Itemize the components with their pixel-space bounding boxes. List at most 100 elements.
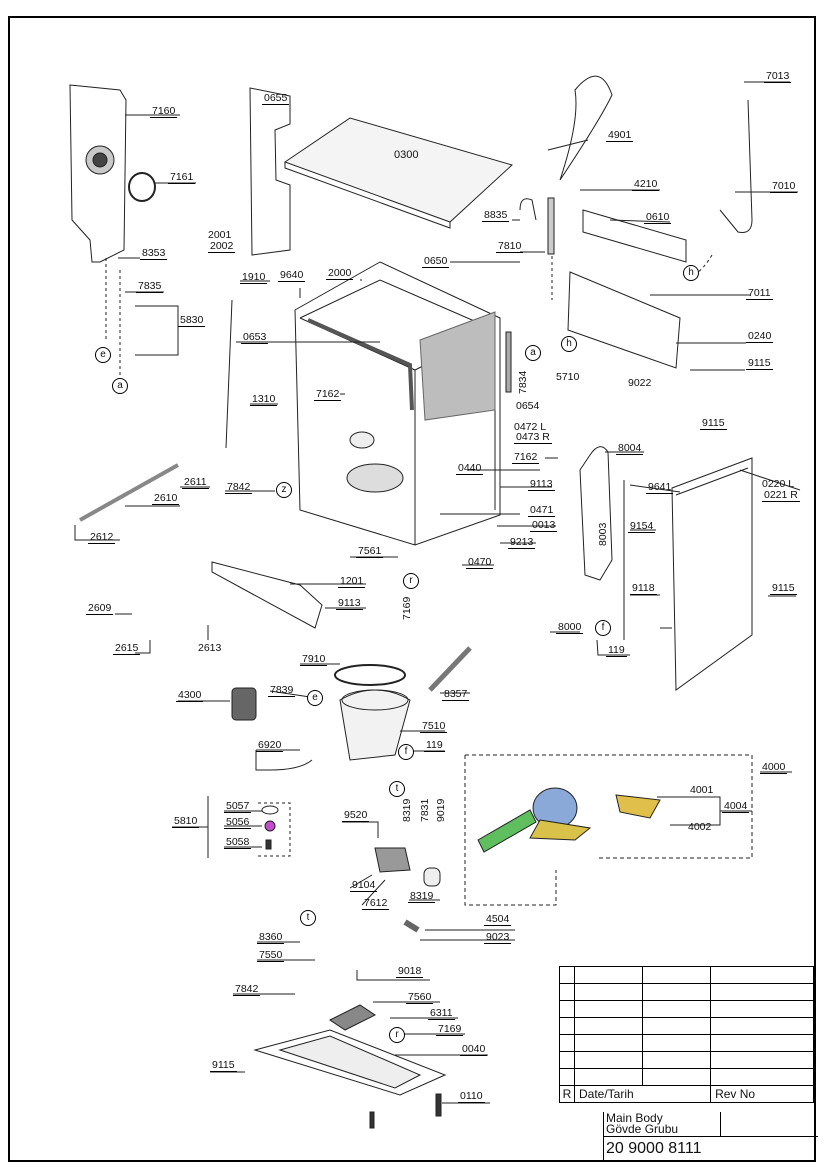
part-label: 119 — [424, 739, 445, 752]
part-label: 7013 — [764, 70, 792, 83]
part-label: 0040 — [460, 1043, 488, 1056]
part-label: 0300 — [394, 149, 419, 161]
callout-letter: f — [398, 744, 414, 760]
part-label: 5058 — [224, 836, 252, 849]
part-label: 4004 — [722, 800, 750, 813]
part-label: 7550 — [257, 949, 285, 962]
part-label: 0471 — [528, 504, 556, 517]
part-label: 9113 — [336, 597, 363, 610]
part-label: 0653 — [241, 331, 269, 344]
part-label: 1201 — [338, 575, 366, 588]
part-label: 7162 — [512, 451, 540, 464]
part-label: 9113 — [528, 478, 555, 491]
part-label: 2002 — [208, 240, 236, 253]
part-label: 2613 — [198, 642, 222, 654]
part-label: 0110 — [458, 1090, 485, 1103]
title-block: R Date/Tarih Rev No Main Body Gövde Grub… — [559, 966, 818, 1162]
callout-letter: a — [525, 345, 541, 361]
part-label: 2611 — [182, 476, 209, 489]
part-label: 6920 — [256, 739, 284, 752]
part-label: 1910 — [240, 271, 268, 284]
title-en: Main Body — [606, 1111, 663, 1125]
title-tr: Gövde Grubu — [606, 1122, 679, 1136]
part-label: 2000 — [326, 267, 354, 280]
part-label: 5057 — [224, 800, 252, 813]
part-label: 9115 — [210, 1059, 237, 1072]
part-0300-shape — [283, 117, 513, 223]
part-label: 4001 — [690, 784, 714, 796]
part-label: 7612 — [362, 897, 390, 910]
part-label: 0240 — [746, 330, 774, 343]
callout-letter: h — [561, 336, 577, 352]
callout-letter: a — [112, 378, 128, 394]
part-label: 9104 — [350, 879, 378, 892]
callout-letter: r — [389, 1027, 405, 1043]
part-label: 9641 — [646, 481, 674, 494]
part-8004-shape — [579, 446, 613, 581]
part-label: 9018 — [396, 965, 424, 978]
part-label: 0013 — [530, 519, 558, 532]
part-label: 8353 — [140, 247, 168, 260]
callout-letter: t — [389, 781, 405, 797]
part-label: 0650 — [422, 255, 450, 268]
part-label: 4002 — [688, 821, 712, 833]
part-label: 9022 — [628, 377, 652, 389]
part-label: 2001 — [208, 229, 232, 241]
part-label: 6311 — [428, 1007, 455, 1020]
part-label: 5830 — [178, 314, 206, 327]
part-7161-shape — [128, 172, 156, 202]
callout-letter: f — [595, 620, 611, 636]
part-label: 0470 — [466, 556, 494, 569]
part-label: 9213 — [508, 536, 536, 549]
part-label: 7810 — [496, 240, 524, 253]
part-label: 5810 — [172, 815, 200, 828]
part-label: 7162 — [314, 388, 342, 401]
callout-letter: e — [307, 690, 323, 706]
callout-letter: r — [403, 573, 419, 589]
part-0240-shape — [567, 271, 681, 369]
part-label: 8357 — [442, 688, 470, 701]
part-label: 7834 — [517, 370, 529, 394]
part-label: 9019 — [435, 798, 447, 822]
part-label: 7160 — [150, 105, 178, 118]
part-label: 1310 — [250, 393, 278, 406]
part-label: 119 — [606, 644, 627, 657]
part-label: 8000 — [556, 621, 584, 634]
part-label: 7561 — [356, 545, 384, 558]
part-label: 9640 — [278, 269, 306, 282]
part-4000-box — [465, 754, 753, 859]
part-label: 0220 L — [762, 478, 795, 490]
part-label: 8835 — [482, 209, 510, 222]
part-label: 7169 — [401, 596, 413, 620]
title-cell: Main Body Gövde Grubu 20 9000 8111 — [603, 1111, 818, 1162]
part-label: 4300 — [176, 689, 204, 702]
callout-letter: e — [95, 347, 111, 363]
part-label: 4504 — [484, 913, 512, 926]
part-0220-shape — [671, 457, 753, 691]
part-7910-shape — [334, 664, 406, 686]
part-label: 2609 — [86, 602, 114, 615]
part-label: 0610 — [644, 211, 672, 224]
part-label: 9154 — [628, 520, 656, 533]
part-label: 7169 — [436, 1023, 464, 1036]
part-label: 7560 — [406, 991, 434, 1004]
part-label: 7161 — [168, 171, 196, 184]
part-1201-shape — [211, 561, 323, 629]
part-label: 0654 — [516, 400, 540, 412]
part-label: 8360 — [257, 931, 285, 944]
part-label: 7842 — [233, 983, 261, 996]
part-label: 0473 R — [514, 431, 552, 444]
part-label: 9115 — [700, 417, 727, 430]
part-label: 0472 L — [514, 421, 547, 433]
part-label: 9118 — [630, 582, 657, 595]
part-label: 7910 — [300, 653, 328, 666]
part-label: 5056 — [224, 816, 252, 829]
part-label: 7011 — [746, 287, 773, 300]
callout-letter: z — [276, 482, 292, 498]
part-label: 5710 — [556, 371, 580, 383]
rev-marker: R — [559, 1085, 575, 1103]
part-label: 0655 — [262, 92, 290, 105]
part-label: 9023 — [484, 931, 512, 944]
part-label: 4000 — [760, 761, 788, 774]
